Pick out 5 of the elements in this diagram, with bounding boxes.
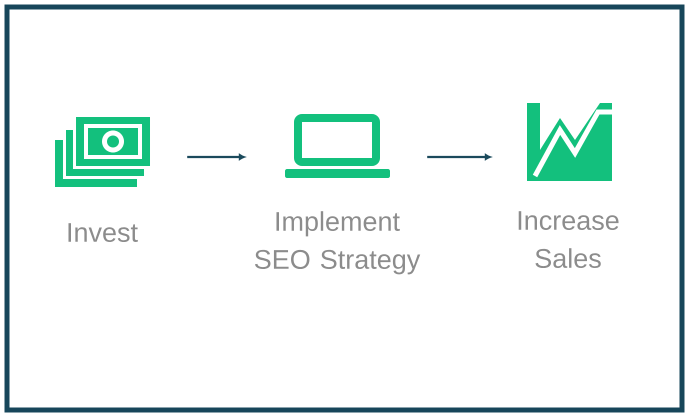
step-label: Invest [68, 223, 138, 242]
step-label: Implement SEO Strategy [254, 211, 420, 274]
arrow [427, 154, 492, 160]
arrow [187, 154, 246, 160]
step-label: Increase Sales [518, 211, 619, 268]
